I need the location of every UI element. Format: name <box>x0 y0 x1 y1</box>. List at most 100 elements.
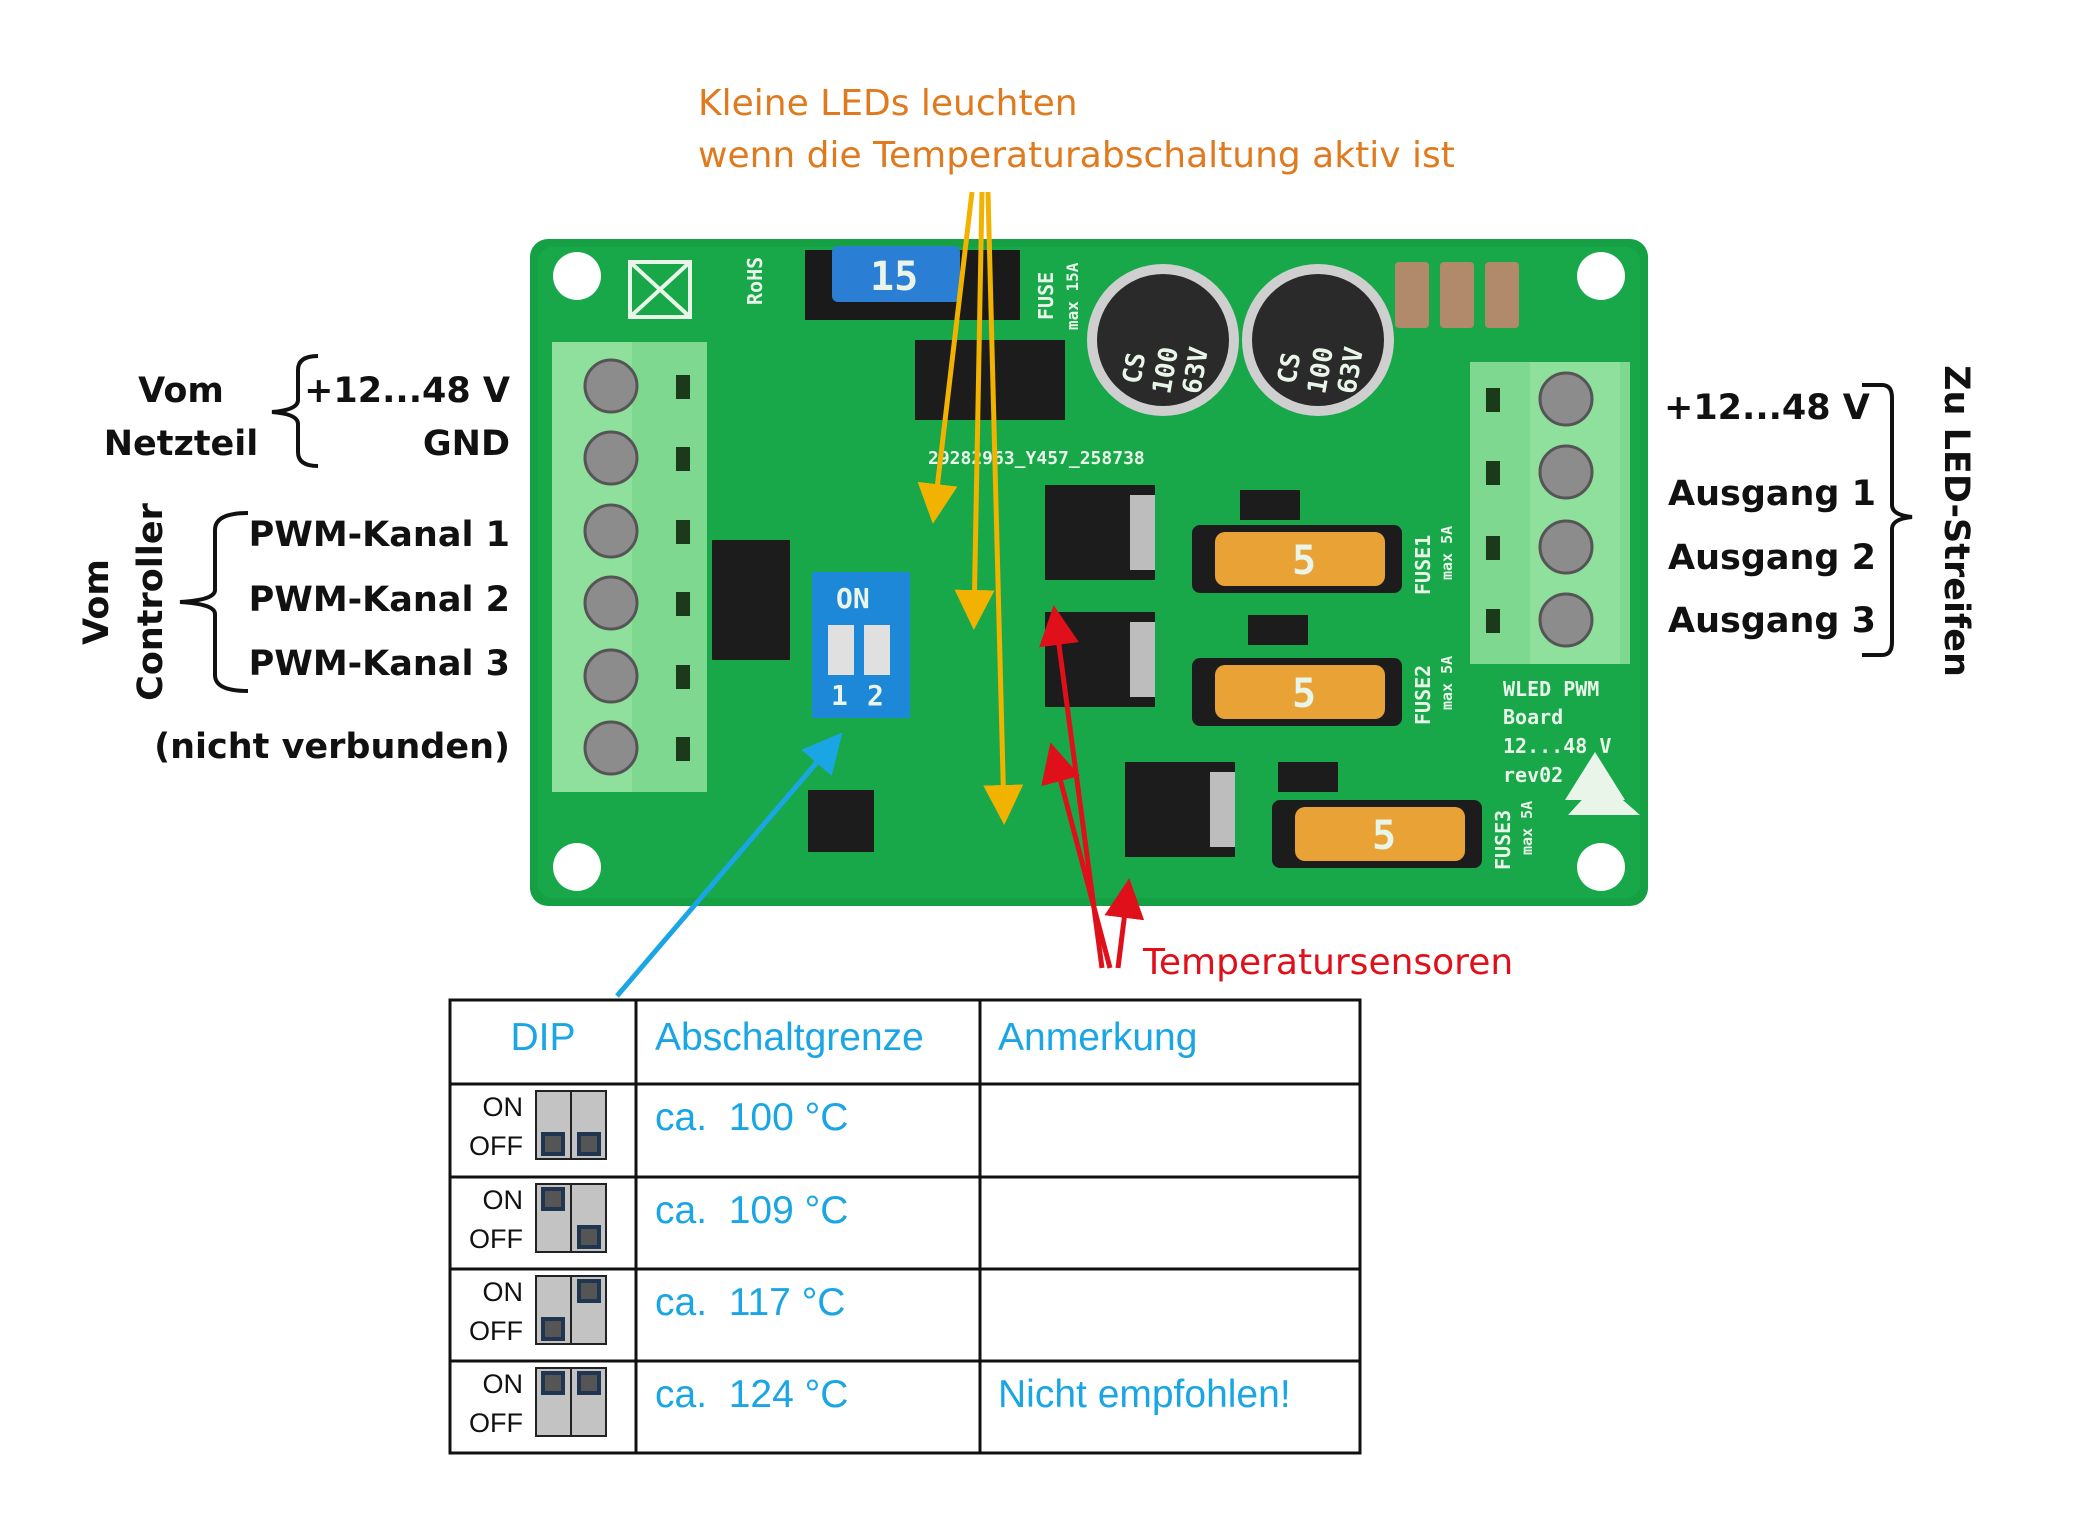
product-line: 12...48 V <box>1503 734 1611 758</box>
fuse-value: 5 <box>1292 671 1316 717</box>
limit-cell: ca. 109 °C <box>655 1189 848 1232</box>
header-limit: Abschaltgrenze <box>655 1016 924 1059</box>
fuse-1: 5 FUSE1 max 5A <box>1192 525 1456 595</box>
power-input-labels: Vom Netzteil +12...48 V GND <box>104 354 510 468</box>
product-label: WLED PWM Board 12...48 V rev02 <box>1503 677 1611 787</box>
board-dip-switch: ON 1 2 <box>812 572 910 718</box>
fuse-value: 5 <box>1292 538 1316 584</box>
pcb-board: RoHS 15 FUSE max 15A CS 100 63V CS 100 6… <box>530 239 1648 906</box>
out3-label: Ausgang 3 <box>1668 601 1876 641</box>
dip-lever-on <box>541 1371 565 1395</box>
fuse-name: FUSE2 <box>1411 665 1435 725</box>
dip-lever-off <box>577 1225 601 1249</box>
on-label: ON <box>483 1277 524 1307</box>
nc-label: (nicht verbunden) <box>154 727 510 767</box>
brace <box>179 511 249 693</box>
mounting-holes <box>553 252 1625 891</box>
fuse-rating: max 5A <box>1438 526 1456 580</box>
main-fuse <box>832 246 960 302</box>
fuse-name: FUSE3 <box>1491 810 1515 870</box>
capacitor: CS 100 63V <box>1242 264 1394 416</box>
controller-group-label: Vom <box>77 559 117 645</box>
power-group-label: Vom <box>138 371 224 411</box>
controller-labels: Vom Controller PWM-Kanal 1 PWM-Kanal 2 P… <box>77 502 510 767</box>
led-strip-group-label: Zu LED-Streifen <box>1936 365 1976 677</box>
capacitor: CS 100 63V <box>1087 264 1239 416</box>
dip-lever-off <box>541 1317 565 1341</box>
table-row: ON OFF ca. 109 °C <box>469 1183 848 1254</box>
limit-cell: ca. 117 °C <box>655 1281 845 1324</box>
dip-num: 2 <box>867 679 884 712</box>
power-plus-label: +12...48 V <box>304 371 510 411</box>
fuse-rating: max 5A <box>1438 656 1456 710</box>
temp-sensors-label: Temperatursensoren <box>1142 942 1513 983</box>
off-label: OFF <box>469 1224 523 1254</box>
pwm1-label: PWM-Kanal 1 <box>249 515 510 555</box>
cap-text: CS <box>1272 350 1307 386</box>
table-row: ON OFF ca. 100 °C <box>469 1090 848 1161</box>
output-labels: +12...48 V Ausgang 1 Ausgang 2 Ausgang 3… <box>1664 365 1976 677</box>
fuse-2: 5 FUSE2 max 5A <box>1192 656 1456 726</box>
fuse-3: 5 FUSE3 max 5A <box>1272 800 1536 870</box>
dip-lever-on <box>577 1279 601 1303</box>
limit-cell: ca. 100 °C <box>655 1096 848 1139</box>
header-note: Anmerkung <box>998 1016 1197 1059</box>
product-line: rev02 <box>1503 763 1563 787</box>
power-gnd-label: GND <box>423 424 510 464</box>
power-group-label: Netzteil <box>104 424 259 464</box>
brace <box>1862 383 1913 657</box>
fuse-rating: max 5A <box>1518 801 1536 855</box>
off-label: OFF <box>469 1316 523 1346</box>
note-cell: Nicht empfohlen! <box>998 1373 1291 1416</box>
product-line: WLED PWM <box>1503 677 1599 701</box>
mosfet-tabs <box>1130 495 1235 847</box>
out-plus-label: +12...48 V <box>1664 388 1870 428</box>
out1-label: Ausgang 1 <box>1668 474 1876 514</box>
controller-group-label: Controller <box>131 502 171 700</box>
output-terminal-block <box>1470 362 1630 664</box>
dip-num: 1 <box>831 679 848 712</box>
led-note-line2: wenn die Temperaturabschaltung aktiv ist <box>698 135 1455 176</box>
on-label: ON <box>483 1185 524 1215</box>
rohs-mark: RoHS <box>743 257 767 305</box>
dip-lever-on <box>541 1187 565 1211</box>
fuse-value: 5 <box>1372 813 1396 859</box>
dip-switch-icon <box>535 1183 607 1253</box>
out2-label: Ausgang 2 <box>1668 538 1876 578</box>
brace <box>271 354 319 468</box>
on-label: ON <box>483 1092 524 1122</box>
led-note-line1: Kleine LEDs leuchten <box>698 83 1078 124</box>
dip-lever-off <box>541 1132 565 1156</box>
fuse-rating: max 15A <box>1063 262 1082 330</box>
dip-switch-icon <box>535 1367 607 1437</box>
off-label: OFF <box>469 1408 523 1438</box>
dip-arrow <box>615 732 843 998</box>
dip-lever-off <box>577 1132 601 1156</box>
main-fuse-value: 15 <box>870 254 918 300</box>
fuse-name: FUSE1 <box>1411 535 1435 595</box>
weee-icon <box>628 260 692 319</box>
table-row: ON OFF ca. 117 °C <box>469 1275 845 1346</box>
ceramic-caps <box>1395 262 1519 328</box>
dip-switch-icon <box>535 1275 607 1345</box>
product-line: Board <box>1503 705 1563 729</box>
dip-switch-icon <box>535 1090 607 1160</box>
dip-lever-on <box>577 1371 601 1395</box>
dip-table: DIP Abschaltgrenze Anmerkung ON OFF ca. 10… <box>448 998 1362 1455</box>
limit-cell: ca. 124 °C <box>655 1373 848 1416</box>
pwm2-label: PWM-Kanal 2 <box>249 580 510 620</box>
pwm3-label: PWM-Kanal 3 <box>249 644 510 684</box>
header-dip: DIP <box>510 1016 575 1059</box>
dip-on-label: ON <box>836 582 870 615</box>
fuse-label: FUSE <box>1034 272 1058 320</box>
input-terminal-block <box>552 342 707 792</box>
off-label: OFF <box>469 1131 523 1161</box>
cap-text: CS <box>1117 350 1152 386</box>
led-arrows <box>917 191 1024 825</box>
esd-warning-icon <box>1565 752 1640 815</box>
table-row: ON OFF ca. 124 °C Nicht empfohlen! <box>469 1367 1291 1438</box>
on-label: ON <box>483 1369 524 1399</box>
serial-number: 29282963_Y457_258738 <box>928 448 1145 469</box>
temp-sensor-arrows <box>1039 605 1145 969</box>
